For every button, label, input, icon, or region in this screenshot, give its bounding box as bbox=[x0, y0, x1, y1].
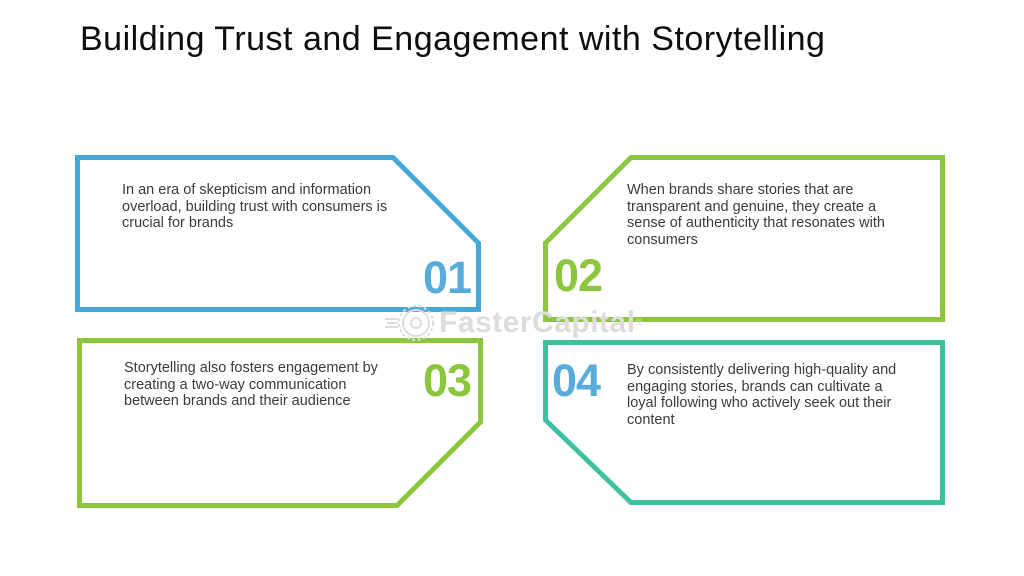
text-line: In an era of skepticism and information bbox=[122, 182, 372, 198]
step-number-02: 02 bbox=[554, 250, 603, 301]
text-line: When brands share stories that are bbox=[627, 182, 854, 198]
gear-coin-icon bbox=[385, 305, 434, 341]
step-02-text: When brands share stories that are trans… bbox=[627, 182, 917, 248]
step-01-text: In an era of skepticism and information … bbox=[122, 182, 414, 232]
page-title: Building Trust and Engagement with Story… bbox=[80, 20, 826, 58]
watermark-registered-mark: ® bbox=[635, 317, 643, 329]
box-outline-notched bbox=[543, 340, 945, 505]
step-number-03: 03 bbox=[422, 355, 472, 406]
text-line: loyal following who actively seek out th… bbox=[627, 395, 892, 412]
step-box-02: When brands share stories that are trans… bbox=[543, 155, 945, 322]
text-line: sense of authenticity that resonates wit… bbox=[627, 215, 885, 232]
step-04-text: By consistently delivering high-quality … bbox=[627, 362, 922, 428]
step-03-text: Storytelling also fosters engagement by … bbox=[124, 360, 416, 410]
step-box-01: In an era of skepticism and information … bbox=[75, 155, 481, 312]
text-line: content bbox=[627, 411, 675, 428]
step-box-04: By consistently delivering high-quality … bbox=[543, 340, 945, 505]
step-number-01: 01 bbox=[422, 252, 472, 303]
watermark: FasterCapital ® bbox=[385, 302, 643, 344]
text-line: crucial for brands bbox=[122, 215, 234, 232]
text-line: consumers bbox=[627, 231, 698, 248]
text-line: By consistently delivering high-quality … bbox=[627, 362, 897, 378]
text-line: transparent and genuine, they create a bbox=[627, 198, 877, 215]
box-outline-notched bbox=[543, 155, 945, 322]
step-number-04: 04 bbox=[552, 355, 601, 406]
step-box-03: Storytelling also fosters engagement by … bbox=[77, 338, 483, 508]
text-line: overload, building trust with consumers … bbox=[122, 198, 388, 215]
text-line: Storytelling also fosters engagement by bbox=[124, 360, 378, 376]
text-line: engaging stories, brands can cultivate a bbox=[627, 378, 883, 395]
watermark-text: FasterCapital bbox=[439, 306, 636, 339]
text-line: between brands and their audience bbox=[124, 393, 351, 410]
box-outline-notched bbox=[75, 155, 481, 312]
text-line: creating a two-way communication bbox=[124, 376, 347, 393]
